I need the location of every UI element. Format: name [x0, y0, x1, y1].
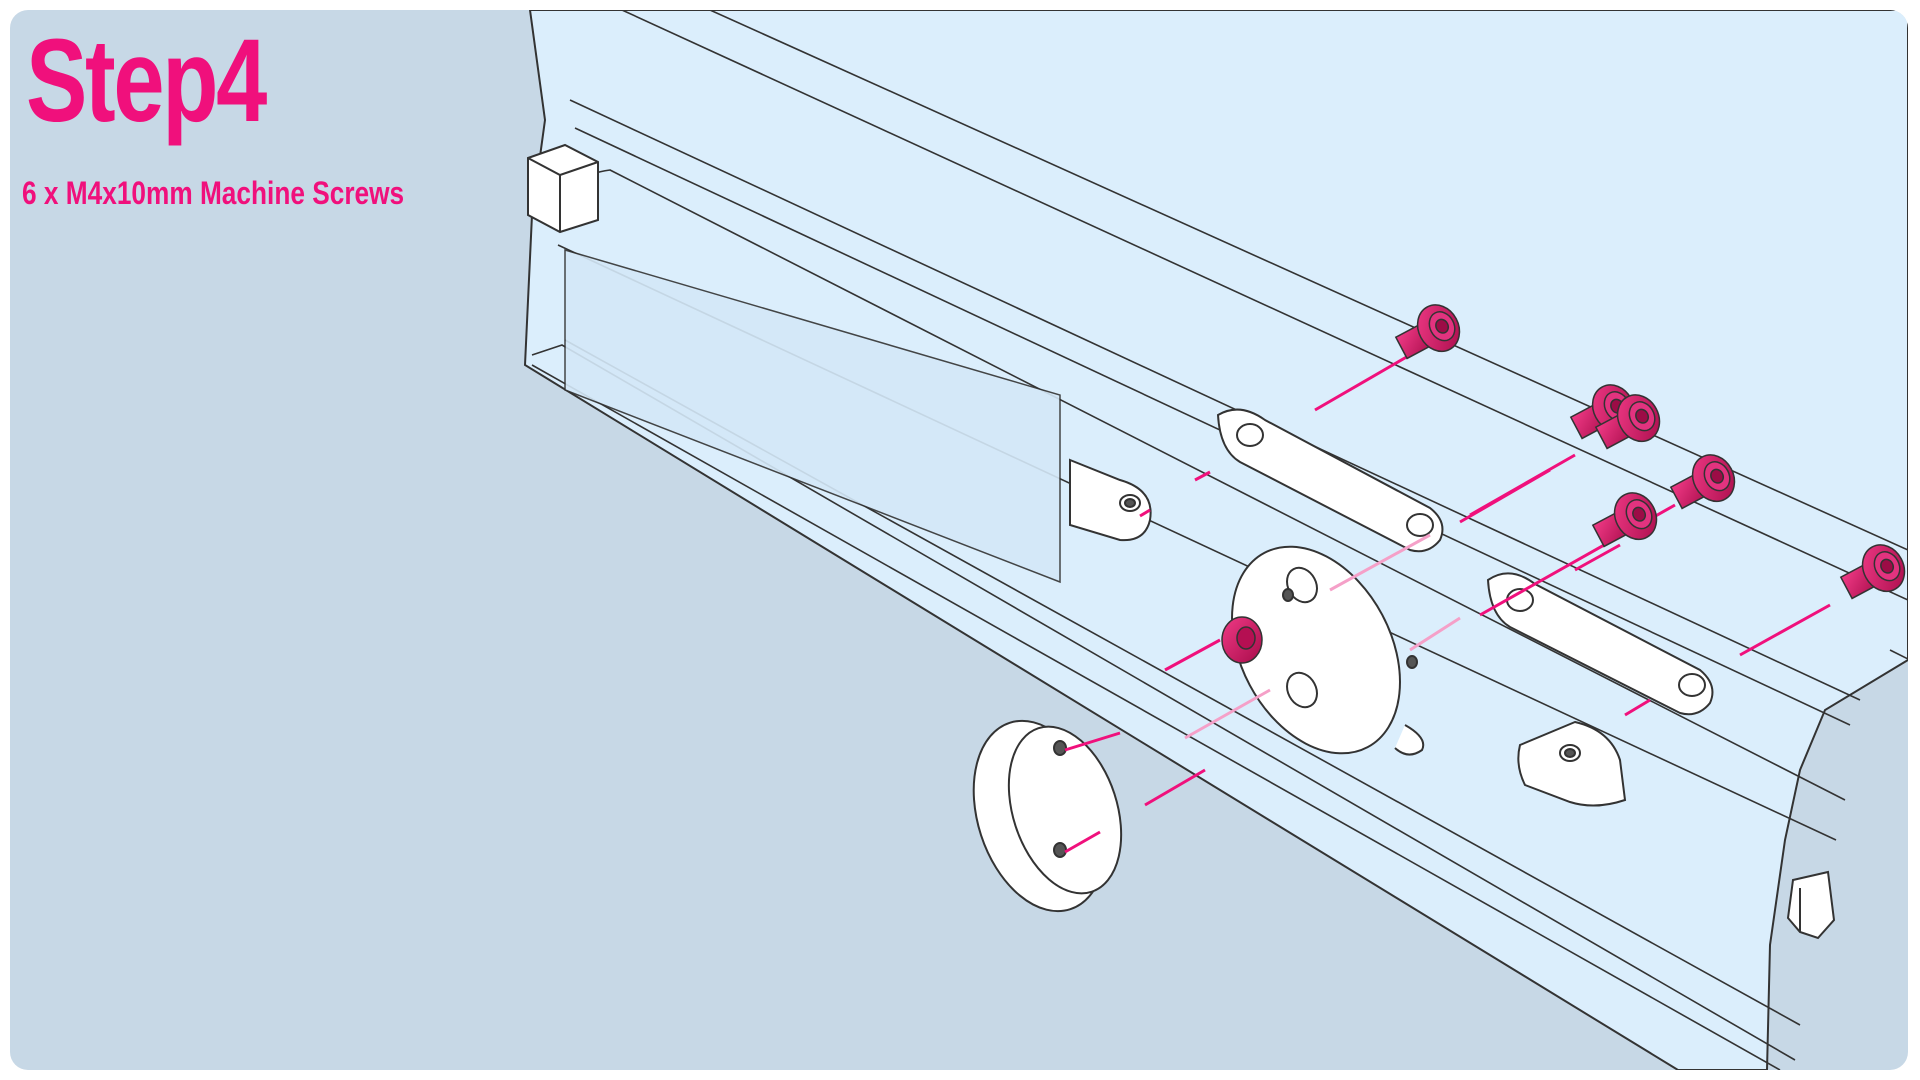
extrusion-panel: [523, 10, 1908, 1070]
bracket-slotted-top: [1216, 408, 1444, 553]
setscrew: [1221, 616, 1263, 664]
left-end-clip: [527, 143, 599, 234]
screw-6: [1839, 544, 1906, 600]
knob: [972, 719, 1123, 913]
bracket-left: [1069, 458, 1152, 542]
clear-plate: [564, 248, 1061, 584]
guide-lines-faint: [1184, 533, 1461, 740]
right-end-clip: [1786, 870, 1836, 940]
screw-1: [1394, 304, 1461, 360]
screw-4: [1669, 454, 1736, 510]
bracket-right: [1517, 720, 1627, 807]
hub-disc: [1231, 545, 1425, 756]
screw-5: [1591, 492, 1658, 548]
step-subtitle: 6 x M4x10mm Machine Screws: [22, 175, 405, 211]
bracket-slotted-bottom: [1486, 572, 1714, 716]
step-title: Step4: [26, 15, 267, 147]
assembly-illustration: [523, 10, 1908, 1070]
diagram-canvas: Step4 6 x M4x10mm Machine Screws: [10, 10, 1908, 1070]
screw-3: [1594, 394, 1661, 450]
guide-lines: [1064, 353, 1831, 854]
machine-screws: [1394, 304, 1906, 600]
